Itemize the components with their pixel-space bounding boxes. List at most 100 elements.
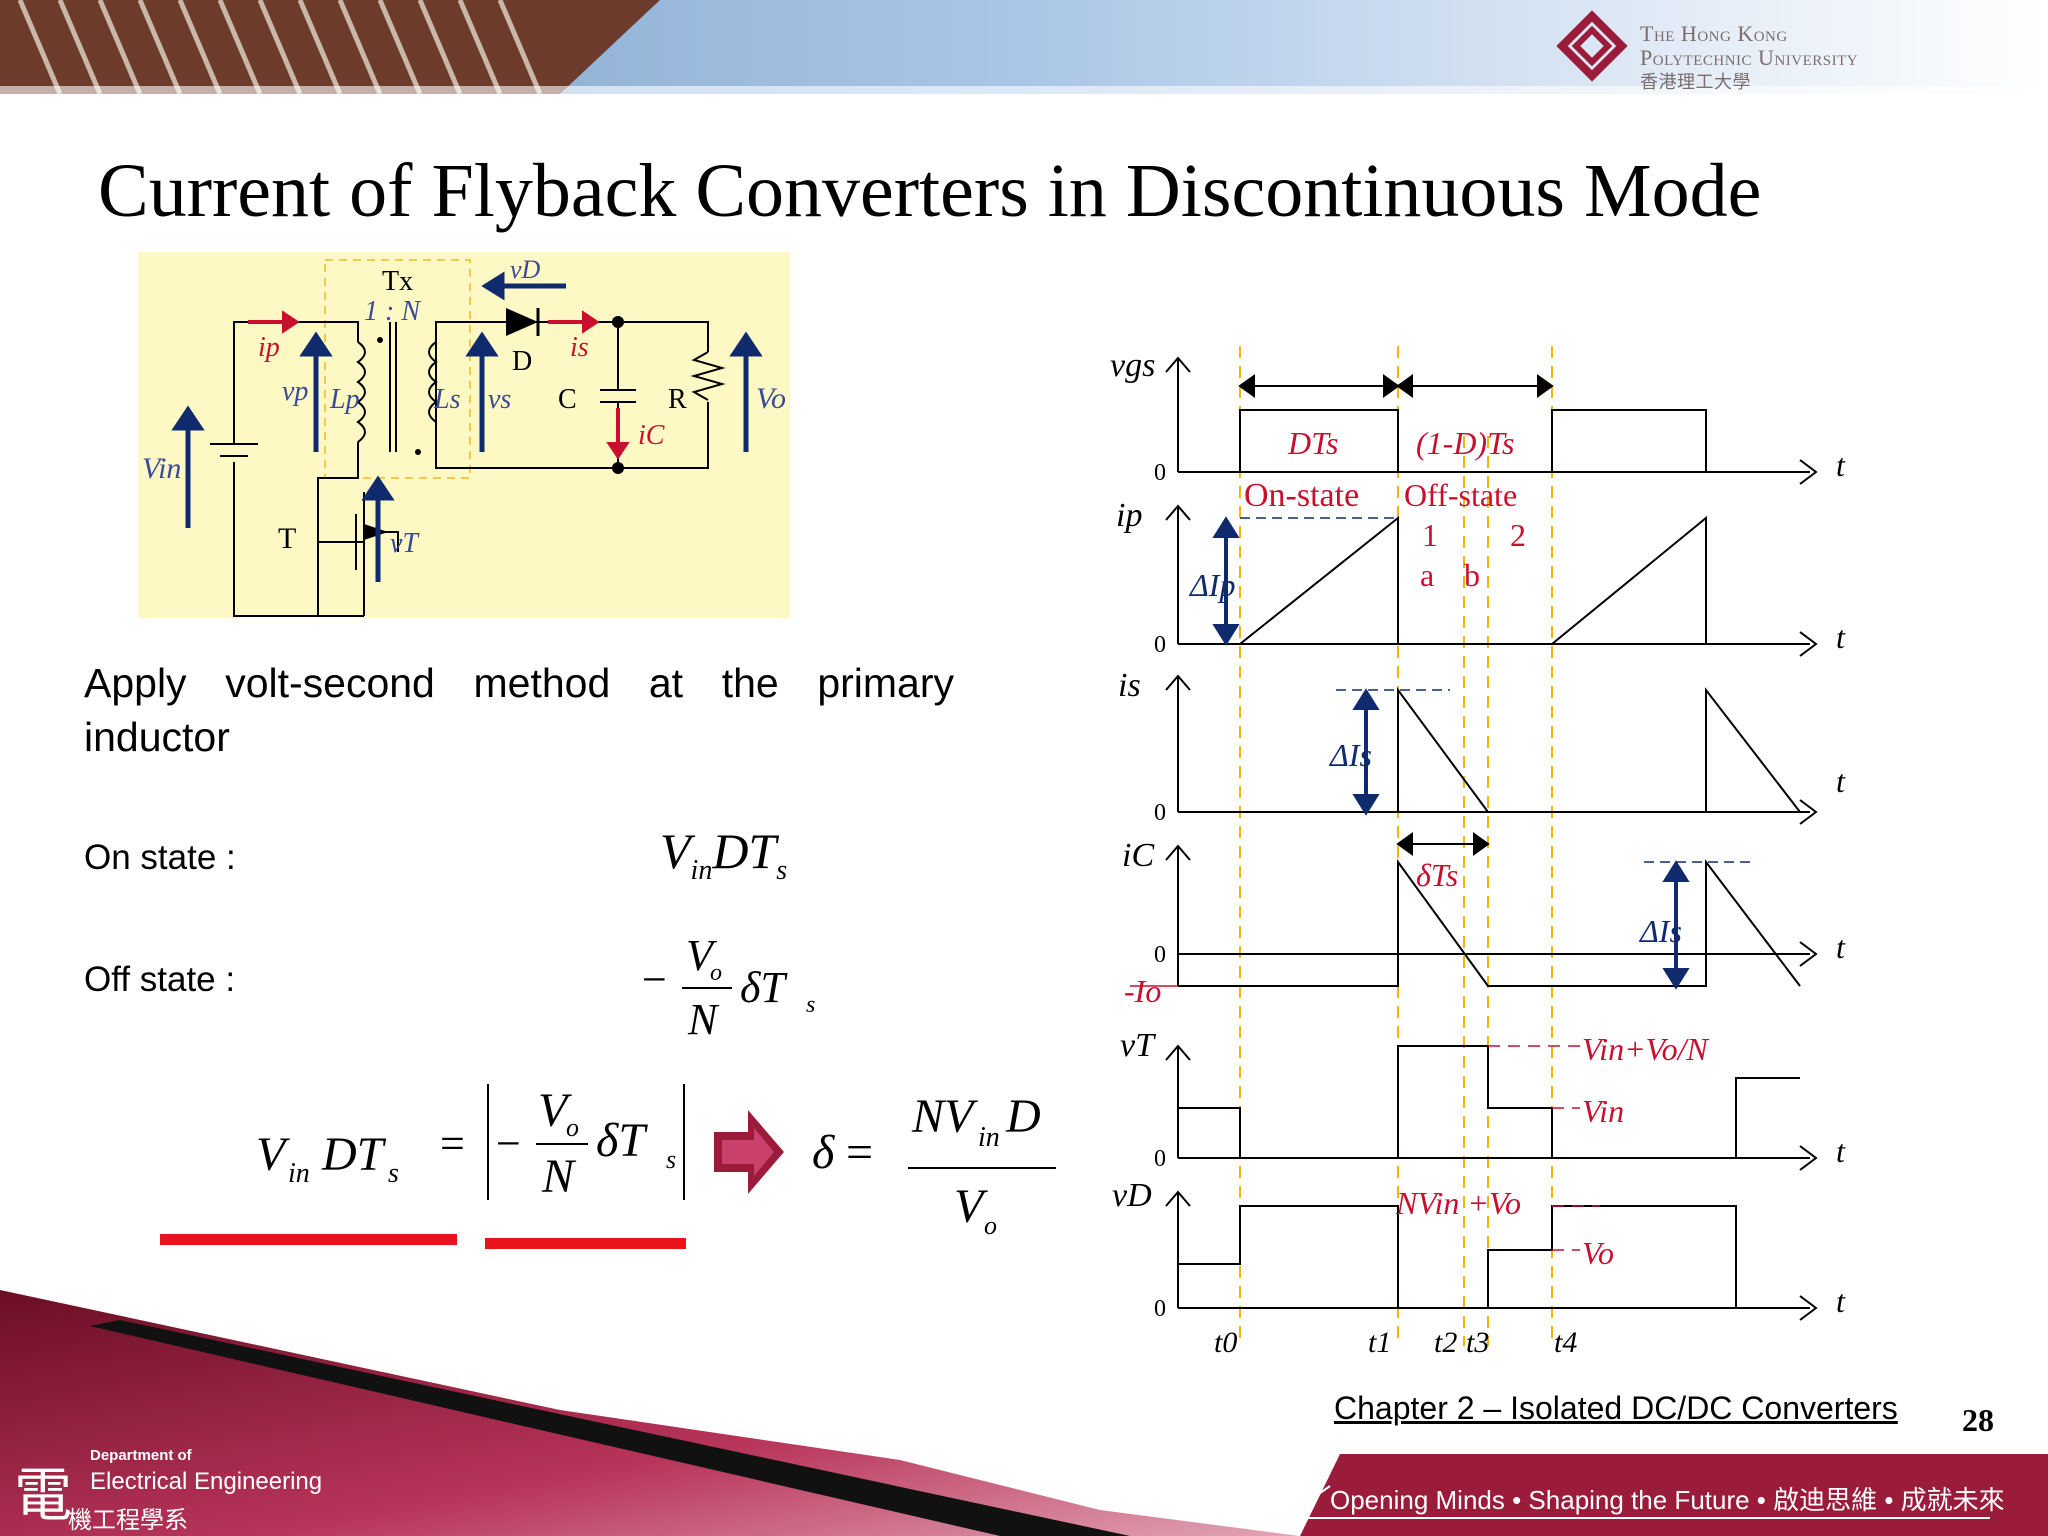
signal-label-ip: ip: [1116, 497, 1142, 534]
signal-label-vgs: vgs: [1110, 347, 1155, 384]
chapter-footer-link[interactable]: Chapter 2 – Isolated DC/DC Converters: [1334, 1390, 1898, 1426]
svg-text:−: −: [642, 955, 667, 1004]
time-axis-label: t: [1836, 1133, 1846, 1169]
time-t3-label: t3: [1466, 1326, 1489, 1359]
on-state-label: On state :: [84, 838, 236, 877]
delta-ip-label: ΔIp: [1188, 567, 1235, 603]
university-slogan: Opening Minds • Shaping the Future • 啟迪思…: [1330, 1485, 2005, 1515]
on-state-label: On-state: [1244, 477, 1359, 514]
time-axis-label: t: [1836, 929, 1846, 965]
zero-label: 0: [1154, 942, 1166, 968]
svg-text:NV: NV: [911, 1090, 978, 1143]
department-name: Electrical Engineering: [90, 1468, 323, 1495]
time-t1-label: t1: [1368, 1326, 1391, 1359]
svg-text:o: o: [710, 960, 722, 986]
substate-1-label: 1: [1422, 517, 1438, 553]
vd-mid-label: Vo: [1582, 1235, 1614, 1271]
svg-text:δ: δ: [812, 1126, 835, 1179]
circuit-label-ip: ip: [258, 332, 280, 363]
department-of-label: Department of: [90, 1447, 192, 1464]
one-minus-d-label: (1-D)Ts: [1416, 425, 1514, 461]
substate-a-label: a: [1420, 557, 1434, 593]
dts-label: DTs: [1287, 425, 1338, 461]
delta-is-label: ΔIs: [1638, 913, 1682, 949]
circuit-label-is: is: [570, 332, 589, 363]
zero-label: 0: [1154, 800, 1166, 826]
circuit-label-lp: Lp: [329, 384, 360, 415]
svg-text:s: s: [388, 1158, 399, 1189]
signal-label-vd: vD: [1112, 1177, 1152, 1214]
delta-ts-label: δTs: [1416, 857, 1458, 893]
svg-text:o: o: [566, 1113, 579, 1142]
circuit-label-vs: vs: [488, 384, 511, 415]
circuit-label-ratio: 1 : N: [364, 296, 421, 327]
svg-text:N: N: [541, 1150, 577, 1203]
signal-label-is: is: [1118, 667, 1141, 704]
delta-is-label: ΔIs: [1328, 737, 1372, 773]
timing-diagram: vgs ip is iC vT vD 0 0 0 0 0 0 t t t t t…: [1110, 346, 1846, 1359]
underline-right: [485, 1238, 686, 1249]
svg-text:=: =: [846, 1126, 873, 1179]
circuit-label-vp: vp: [282, 376, 308, 407]
flyback-circuit-diagram: Tx 1 : N vD ip vp Lp Ls vs D is C R Vo i…: [138, 252, 790, 618]
svg-text:s: s: [806, 992, 815, 1018]
signal-label-vt: vT: [1120, 1027, 1156, 1064]
substate-b-label: b: [1464, 557, 1480, 593]
university-name: The Hong Kong Polytechnic University 香港理…: [1640, 22, 1858, 94]
off-state-label: Off-state: [1404, 477, 1517, 513]
circuit-label-vd: vD: [510, 255, 541, 284]
zero-label: 0: [1154, 460, 1166, 486]
time-axis-label: t: [1836, 619, 1846, 655]
substate-2-label: 2: [1510, 517, 1526, 553]
svg-text:in: in: [288, 1158, 310, 1189]
time-t2-label: t2: [1434, 1326, 1457, 1359]
svg-text:DT: DT: [321, 1128, 387, 1181]
svg-text:V: V: [954, 1180, 988, 1233]
university-logo-icon: [1556, 10, 1628, 82]
circuit-label-tx: Tx: [382, 266, 413, 297]
time-axis-label: t: [1836, 447, 1846, 483]
signal-label-ic: iC: [1122, 837, 1154, 874]
zero-label: 0: [1154, 1296, 1166, 1322]
svg-text:V: V: [538, 1084, 572, 1137]
page-number: 28: [1962, 1402, 1994, 1438]
zero-label: 0: [1154, 1146, 1166, 1172]
off-state-label: Off state :: [84, 960, 236, 999]
time-t4-label: t4: [1554, 1326, 1577, 1359]
slide-title: Current of Flyback Converters in Discont…: [98, 149, 1762, 233]
circuit-label-ls: Ls: [433, 384, 461, 415]
circuit-label-d: D: [512, 346, 532, 377]
on-state-equation: VinDTs: [660, 823, 788, 886]
svg-text:o: o: [984, 1211, 997, 1240]
circuit-label-vt: vT: [390, 528, 420, 559]
circuit-label-vo: Vo: [756, 382, 786, 415]
university-name-zh: 香港理工大學: [1640, 72, 1751, 92]
circuit-label-r: R: [668, 384, 687, 415]
time-axis-label: t: [1836, 763, 1846, 799]
svg-text:δT: δT: [596, 1114, 648, 1167]
svg-text:δT: δT: [740, 963, 788, 1012]
svg-text:=: =: [440, 1119, 465, 1168]
svg-text:−: −: [496, 1119, 521, 1168]
svg-text:in: in: [978, 1122, 1000, 1153]
svg-text:V: V: [686, 931, 718, 980]
zero-label: 0: [1154, 632, 1166, 658]
footer-decoration: [0, 1290, 2048, 1536]
circuit-label-vin: Vin: [142, 452, 181, 485]
implies-arrow-icon: [714, 1110, 784, 1194]
circuit-label-ic: iC: [638, 420, 665, 451]
svg-text:s: s: [666, 1145, 676, 1174]
circuit-label-c: C: [558, 384, 577, 415]
time-t0-label: t0: [1214, 1326, 1237, 1359]
minus-io-label: -Io: [1124, 973, 1161, 1009]
department-logo-char: 電: [14, 1461, 73, 1529]
university-name-line2: Polytechnic University: [1640, 45, 1859, 70]
header-banner: [0, 0, 2048, 94]
svg-text:V: V: [256, 1128, 290, 1181]
circuit-label-t: T: [278, 522, 296, 555]
time-axis-label: t: [1836, 1283, 1846, 1319]
body-text: Apply volt-second method at the primary …: [84, 660, 954, 760]
vt-high-label: Vin+Vo/N: [1582, 1031, 1710, 1067]
